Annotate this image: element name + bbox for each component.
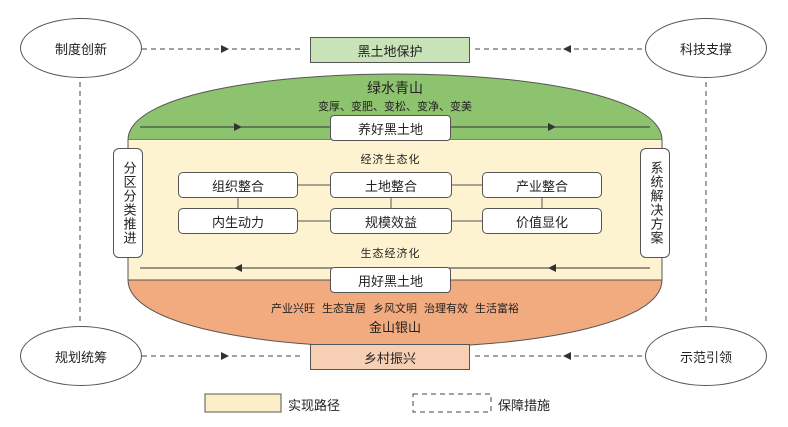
grid-box-r2c1: 内生动力 — [178, 208, 298, 234]
green-zone-title: 绿水青山 — [367, 81, 423, 97]
bottom-header: 乡村振兴 — [310, 344, 470, 370]
grid-box-r1c3: 产业整合 — [482, 172, 602, 198]
corner-top-right: 科技支撑 — [645, 18, 767, 78]
grid-box-r1c2: 土地整合 — [330, 172, 452, 198]
lower-label: 生态经济化 — [360, 247, 421, 260]
corner-bottom-left: 规划统筹 — [20, 326, 142, 386]
legend-solid-label: 实现路径 — [288, 399, 341, 414]
left-side-box: 分区分类推进 — [113, 148, 143, 258]
green-zone-subtitle: 变厚、变肥、变松、变净、变美 — [318, 100, 472, 113]
grid-box-r2c3: 价值显化 — [482, 208, 602, 234]
corner-top-left: 制度创新 — [20, 18, 142, 78]
bottom-process-box: 用好黑土地 — [330, 267, 451, 293]
legend-dashed-label: 保障措施 — [498, 399, 551, 414]
orange-zone-title: 金山银山 — [368, 321, 421, 336]
legend-solid-swatch — [204, 393, 282, 413]
grid-box-r2c2: 规模效益 — [330, 208, 452, 234]
orange-zone-subtitle: 产业兴旺 生态宜居 乡风文明 治理有效 生活富裕 — [271, 302, 519, 315]
top-process-box: 养好黑土地 — [330, 115, 451, 141]
grid-box-r1c1: 组织整合 — [178, 172, 298, 198]
legend-dashed-swatch — [412, 393, 492, 413]
right-side-box: 系统解决方案 — [640, 148, 670, 258]
corner-bottom-right: 示范引领 — [645, 326, 767, 386]
upper-label: 经济生态化 — [360, 153, 421, 166]
green-zone-shape — [127, 73, 663, 141]
top-header: 黑土地保护 — [310, 37, 470, 63]
